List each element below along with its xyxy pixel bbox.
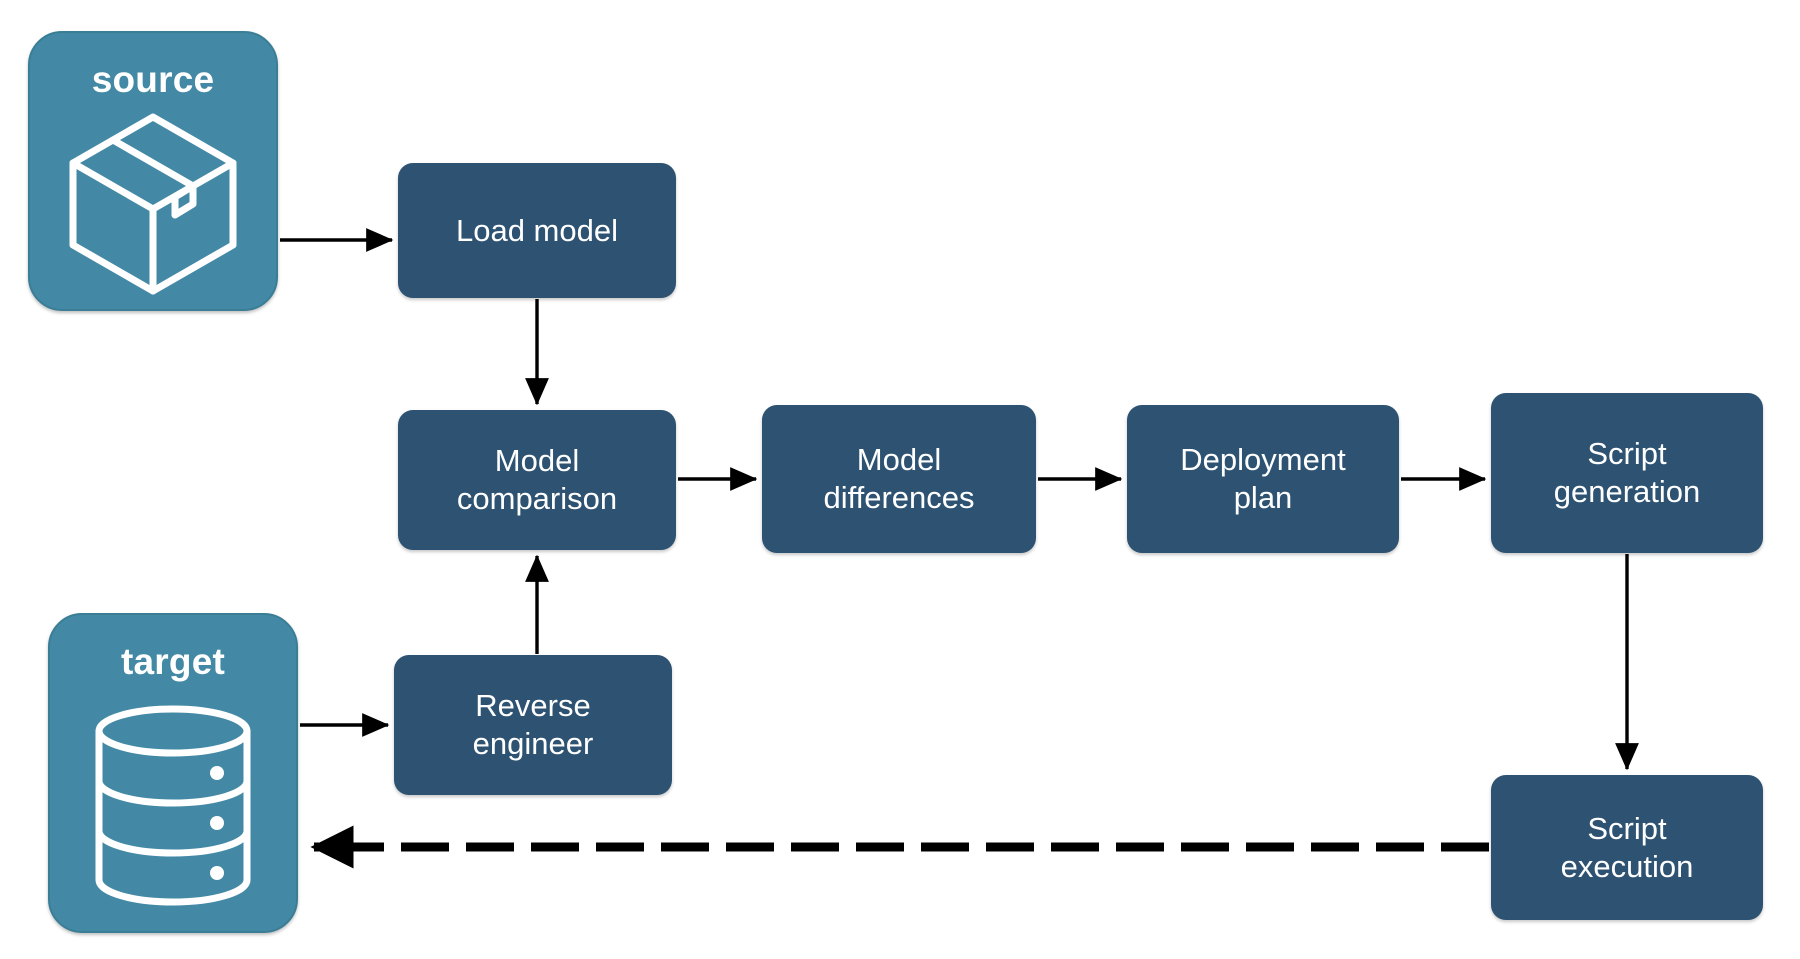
process-load-model-text: Load model	[455, 212, 618, 248]
process-script-execution-text: Script execution	[1560, 810, 1694, 884]
endpoint-source-label: source	[91, 59, 215, 100]
process-load-model[interactable]: Load model	[398, 163, 676, 298]
process-model-comparison-text: Model comparison	[456, 443, 618, 516]
package-box-icon	[30, 98, 276, 309]
process-deployment-plan[interactable]: Deployment plan	[1127, 405, 1399, 553]
endpoint-source[interactable]: source	[28, 31, 278, 311]
process-script-generation[interactable]: Script generation	[1491, 393, 1763, 553]
process-deployment-plan-text: Deployment plan	[1180, 442, 1346, 515]
process-reverse-engineer-text: Reverse engineer	[472, 688, 594, 761]
process-script-generation-text: Script generation	[1553, 436, 1701, 509]
process-reverse-engineer[interactable]: Reverse engineer	[394, 655, 672, 795]
process-model-comparison[interactable]: Model comparison	[398, 410, 676, 550]
process-script-execution[interactable]: Script execution	[1491, 775, 1763, 920]
endpoint-target[interactable]: target	[48, 613, 298, 933]
database-cylinder-icon	[50, 680, 296, 931]
process-model-differences[interactable]: Model differences	[762, 405, 1036, 553]
process-model-differences-text: Model differences	[823, 442, 975, 515]
endpoint-target-label: target	[121, 641, 225, 682]
